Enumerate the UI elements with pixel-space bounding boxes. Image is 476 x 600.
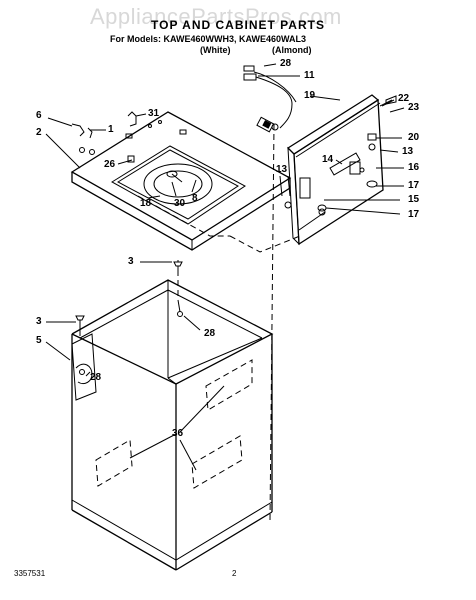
callout-1: 1 <box>108 124 114 135</box>
callout-16: 16 <box>408 162 420 173</box>
callout-31: 31 <box>148 108 160 119</box>
hidden-lines <box>79 123 301 521</box>
control-console <box>284 94 397 246</box>
variant-almond: (Almond) <box>272 45 312 55</box>
page-number: 2 <box>232 569 237 578</box>
callout-3-lower: 3 <box>36 316 42 327</box>
callout-6: 6 <box>36 110 42 121</box>
callout-23: 23 <box>408 102 420 113</box>
callout-20: 20 <box>408 132 420 143</box>
callout-22: 22 <box>398 93 410 104</box>
callout-15: 15 <box>408 194 420 205</box>
callout-13-right: 13 <box>402 146 414 157</box>
callout-36: 36 <box>172 428 184 439</box>
drawing-number: 3357531 <box>14 569 46 578</box>
callout-5: 5 <box>36 335 42 346</box>
cabinet <box>71 279 274 571</box>
callout-28-flap: 28 <box>90 372 102 383</box>
wire-harness <box>243 65 297 131</box>
callout-14: 14 <box>322 154 334 165</box>
callout-17-upper: 17 <box>408 180 420 191</box>
callout-8: 8 <box>192 193 198 204</box>
callout-17-lower: 17 <box>408 209 420 220</box>
cabinet-screws <box>75 261 183 375</box>
variant-white: (White) <box>200 45 231 55</box>
leader-lines <box>45 63 405 471</box>
callout-28-cabinet: 28 <box>204 328 216 339</box>
diagram-title: TOP AND CABINET PARTS <box>151 18 325 32</box>
models-line: For Models: KAWE460WWH3, KAWE460WAL3 <box>110 34 307 44</box>
callout-11: 11 <box>304 70 315 81</box>
callout-3-upper: 3 <box>128 256 134 267</box>
callout-18: 18 <box>140 198 152 209</box>
callout-30: 30 <box>174 198 186 209</box>
top-hardware <box>71 111 183 183</box>
callout-13-left: 13 <box>276 164 288 175</box>
callout-26: 26 <box>104 159 116 170</box>
watermark: AppliancePartsPros.com <box>90 4 342 29</box>
callout-19: 19 <box>304 90 316 101</box>
callout-28-harness: 28 <box>280 58 292 69</box>
callout-2: 2 <box>36 127 42 138</box>
